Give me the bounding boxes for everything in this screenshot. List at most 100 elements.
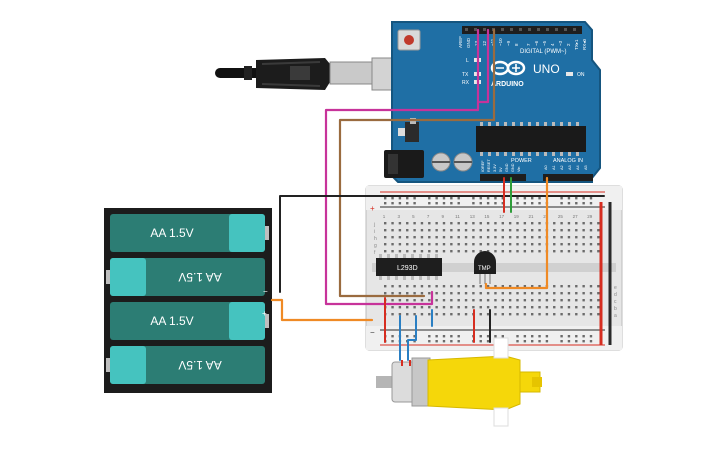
led-on-label: ON	[577, 72, 585, 78]
pwr-vin-label: Vin	[517, 167, 521, 172]
an-a0-label: A0	[544, 165, 548, 170]
breadboard-row-letter: a	[614, 313, 617, 319]
breadboard-column-number: 7	[427, 214, 430, 219]
breadboard-column-number: 1	[383, 214, 386, 219]
power-rails	[380, 191, 612, 346]
pwr-gnd2-label: GND	[511, 163, 515, 172]
battery-cell-label: AA 1.5V	[150, 226, 193, 240]
digital-pin-labels: AREF GND 13 12 ~11 ~10 ~9 8 7 ~6 ~5 4 ~3…	[458, 36, 587, 50]
breadboard-column-number: 29	[587, 214, 593, 219]
breadboard-column-number: 19	[514, 214, 520, 219]
breadboard-column-number: 9	[442, 214, 445, 219]
power-pin-labels: IOREF RESET 3.3V 5V GND GND Vin A0 A1 A2…	[481, 159, 588, 172]
breadboard-row-letter: b	[614, 306, 617, 312]
pin-8-label: 8	[514, 43, 519, 46]
breadboard-column-number: 21	[528, 214, 534, 219]
battery-terminal-minus: −	[263, 287, 268, 296]
battery-cell: AA 1.5V	[110, 214, 269, 252]
pin-gnd-label: GND	[466, 37, 471, 48]
breadboard-column-number: 3	[397, 214, 400, 219]
an-a2-label: A2	[560, 165, 564, 170]
wire-black-gnd[interactable]	[279, 195, 605, 293]
pin-4-label: 4	[550, 43, 555, 46]
board-brand: ARDUINO	[491, 81, 524, 88]
pin-3-label: ~3	[558, 40, 563, 46]
breadboard-row-letter: d	[614, 292, 617, 298]
rail-plus-top: +	[370, 204, 375, 213]
battery-cell: AA 1.5V	[110, 302, 269, 340]
breadboard-row-letter: e	[614, 285, 617, 291]
pin-rx0-label: RX◂0	[582, 38, 587, 50]
usb-cable	[215, 57, 421, 91]
wire-brown[interactable]	[338, 28, 496, 298]
dc-gear-motor[interactable]	[376, 337, 542, 427]
battery-pack[interactable]: AA 1.5V AA 1.5V AA 1.5V AA 1.5V − +	[104, 208, 272, 393]
analog-header-label: ANALOG IN	[553, 158, 583, 164]
battery-cell-label: AA 1.5V	[150, 314, 193, 328]
breadboard-row-letter: j	[373, 222, 375, 228]
breadboard-column-number: 15	[484, 214, 490, 219]
atmega-chip	[476, 126, 586, 152]
an-a5-label: A5	[584, 165, 588, 170]
temp-sensor-label: TMP	[478, 266, 491, 272]
pin-12-label: 12	[482, 40, 487, 46]
pwr-5v-label: 5V	[499, 167, 503, 172]
driver-chip-label: L293D	[397, 265, 418, 272]
breadboard-row-letter: i	[374, 229, 375, 235]
breadboard-holes	[384, 197, 600, 343]
pin-7-label: 7	[526, 43, 531, 46]
breadboard-column-number: 13	[470, 214, 476, 219]
breadboard-row-letter: h	[374, 236, 377, 242]
breadboard-row-letter: c	[614, 299, 617, 305]
battery-terminal-plus: +	[262, 309, 267, 318]
digital-header-label: DIGITAL (PWM~)	[520, 49, 567, 55]
wire-blue-motor-2[interactable]	[407, 315, 417, 361]
led-l-label: L	[466, 58, 469, 64]
pwr-3v3-label: 3.3V	[493, 164, 497, 172]
breadboard-row-letter: g	[374, 243, 377, 249]
pin-tx1-label: TX▸1	[574, 39, 579, 50]
battery-cells: AA 1.5V AA 1.5V AA 1.5V AA 1.5V	[106, 214, 269, 384]
rail-minus-bottom: −	[370, 328, 375, 337]
wires	[270, 28, 605, 361]
tmp-temperature-sensor[interactable]: TMP	[474, 251, 496, 284]
power-header-label: POWER	[511, 158, 532, 164]
led-tx-label: TX	[462, 72, 469, 78]
pwr-gnd1-label: GND	[505, 163, 509, 172]
pwr-reset-label: RESET	[487, 159, 491, 172]
wire-magenta[interactable]	[324, 28, 480, 306]
pin-10-label: ~10	[498, 38, 503, 46]
breadboard-column-number: 27	[573, 214, 579, 219]
arduino-logo-icon	[490, 60, 526, 76]
wire-orange-battery[interactable]	[270, 298, 374, 322]
l293d-driver-chip[interactable]: L293D	[376, 254, 442, 280]
an-a3-label: A3	[568, 165, 572, 170]
analog-header[interactable]	[543, 174, 593, 181]
breadboard-row-letter: f	[374, 250, 376, 256]
led-rx-label: RX	[462, 80, 470, 86]
pin-9-label: ~9	[506, 40, 511, 46]
pin-aref-label: AREF	[458, 36, 463, 48]
breadboard-column-number: 5	[412, 214, 415, 219]
arduino-uno[interactable]: AREF GND 13 12 ~11 ~10 ~9 8 7 ~6 ~5 4 ~3…	[384, 21, 601, 183]
power-header[interactable]	[480, 174, 526, 181]
board-name: UNO	[533, 62, 560, 76]
pwr-ioref-label: IOREF	[481, 160, 485, 172]
pin-13-label: 13	[474, 40, 479, 46]
an-a1-label: A1	[552, 165, 556, 170]
an-a4-label: A4	[576, 165, 580, 170]
wire-magenta-2[interactable]	[478, 28, 490, 104]
pin-11-label: ~11	[490, 38, 495, 46]
battery-cell-label: AA 1.5V	[178, 358, 221, 372]
breadboard-column-number: 17	[499, 214, 505, 219]
pin-6-label: ~6	[534, 40, 539, 46]
breadboard-column-number: 11	[455, 214, 460, 219]
battery-cell: AA 1.5V	[106, 258, 265, 296]
breadboard-column-number: 25	[558, 214, 564, 219]
battery-cell-label: AA 1.5V	[178, 270, 221, 284]
pin-5-label: ~5	[542, 40, 547, 46]
wire-orange-analog[interactable]	[484, 176, 549, 290]
